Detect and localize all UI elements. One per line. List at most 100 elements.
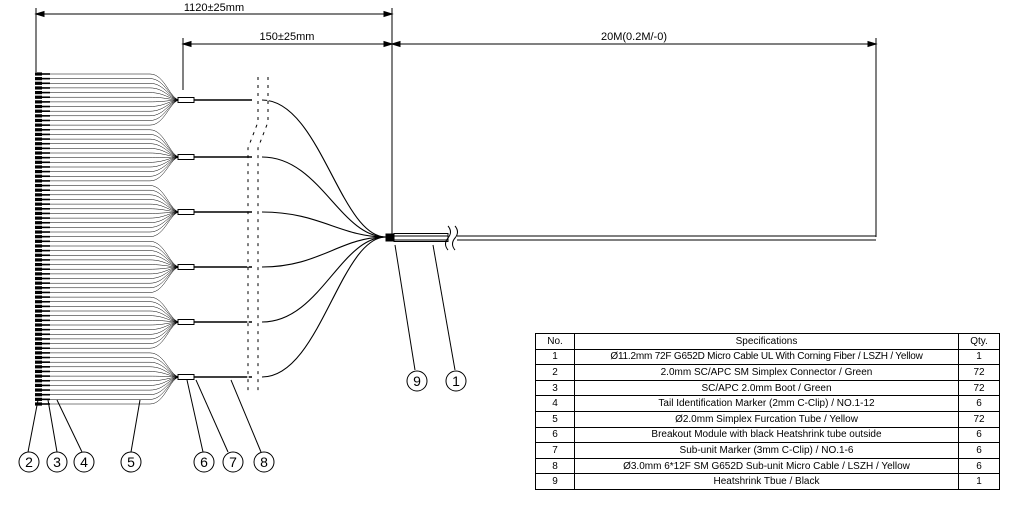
connector <box>35 314 42 318</box>
fiber-tube <box>50 376 181 395</box>
breakout-module <box>177 319 195 325</box>
connector <box>35 146 42 150</box>
bom-cell-qty: 72 <box>958 379 1000 397</box>
fiber-tube <box>50 266 181 270</box>
connector <box>35 328 42 332</box>
dimension-breakout <box>181 38 394 90</box>
connector <box>35 239 42 243</box>
bom-cell-no: 1 <box>535 348 575 366</box>
bom-header-row: No. Specifications Qty. <box>535 333 1000 350</box>
bom-row: 8 Ø3.0mm 6*12F SM G652D Sub-unit Micro C… <box>535 457 1000 475</box>
connector <box>35 253 42 257</box>
breakout-module <box>177 154 195 160</box>
sub-unit-cable-route <box>261 211 387 238</box>
connector <box>35 341 42 346</box>
callout-5: 5 <box>127 454 135 470</box>
fiber-tube <box>50 376 181 400</box>
fiber-tube <box>50 96 181 101</box>
connector <box>35 286 42 290</box>
bom-cell-qty: 1 <box>958 473 1000 490</box>
fiber-tube <box>50 266 181 275</box>
fiber-tube <box>50 99 181 117</box>
connector <box>35 300 42 304</box>
breakout-module <box>177 264 195 270</box>
bom-cell-spec: Ø11.2mm 72F G652D Micro Cable UL With Co… <box>574 348 959 366</box>
connector <box>35 360 42 364</box>
bom-cell-no: 6 <box>535 426 575 444</box>
connector <box>35 267 42 271</box>
fiber-tube <box>50 376 181 405</box>
bom-cell-no: 3 <box>535 379 575 397</box>
connector <box>35 374 42 378</box>
fiber-tube <box>50 156 181 168</box>
bom-row: 7 Sub-unit Marker (3mm C-Clip) / NO.1-6 … <box>535 442 1000 459</box>
fiber-tube <box>50 321 181 326</box>
fiber-tube <box>50 375 181 378</box>
connector <box>35 304 42 308</box>
connector <box>35 295 42 299</box>
bom-header-spec: Specifications <box>574 333 959 350</box>
furcation-fibers <box>50 73 181 405</box>
bom-row: 9 Heatshrink Tbue / Black 1 <box>535 473 1000 490</box>
connector <box>35 383 42 388</box>
fiber-tube <box>50 321 181 349</box>
bom-cell-no: 5 <box>535 410 575 428</box>
sub-unit-cable-route <box>261 156 387 238</box>
sub-unit-cable-route <box>261 99 387 238</box>
fiber-tube <box>50 73 181 101</box>
callout-2: 2 <box>25 454 33 470</box>
connector <box>35 388 42 392</box>
fiber-tube <box>50 156 181 182</box>
fiber-tube <box>50 301 181 323</box>
sub-unit-cable-route <box>261 236 387 323</box>
bom-cell-qty: 72 <box>958 364 1000 381</box>
connector <box>35 156 42 160</box>
connector <box>35 230 42 234</box>
connector <box>35 179 42 183</box>
fiber-tube <box>50 315 181 323</box>
connector <box>35 379 42 383</box>
connector <box>35 207 42 211</box>
connector <box>35 365 42 369</box>
connector <box>35 160 42 164</box>
connector <box>35 137 42 141</box>
bom-cell-qty: 6 <box>958 442 1000 459</box>
connector <box>35 132 42 137</box>
fiber-tube <box>50 92 181 101</box>
connector <box>35 262 42 267</box>
bom-row: 1 Ø11.2mm 72F G652D Micro Cable UL With … <box>535 348 1000 366</box>
fiber-tube <box>50 138 181 158</box>
bom-cell-spec: Heatshrink Tbue / Black <box>574 473 959 490</box>
bom-header-no: No. <box>535 333 575 350</box>
bom-row: 2 2.0mm SC/APC SM Simplex Connector / Gr… <box>535 364 1000 381</box>
fiber-tube <box>50 357 181 378</box>
bom-row: 3 SC/APC 2.0mm Boot / Green 72 <box>535 379 1000 397</box>
fiber-tube <box>50 264 181 268</box>
connector <box>35 272 42 276</box>
connector <box>35 86 42 90</box>
connector <box>35 281 42 285</box>
fiber-tube <box>50 211 181 237</box>
fiber-tube <box>50 320 181 323</box>
fiber-tube <box>50 148 181 158</box>
connector <box>35 193 42 197</box>
fiber-tube <box>50 211 181 214</box>
fiber-tube <box>50 99 181 103</box>
fiber-tube <box>50 208 181 213</box>
fiber-tube <box>50 361 181 378</box>
connector <box>35 114 42 118</box>
sub-unit-cable-route <box>261 236 387 268</box>
fiber-tube <box>50 129 181 158</box>
connector <box>35 197 42 202</box>
bom-cell-spec: Ø3.0mm 6*12F SM G652D Sub-unit Micro Cab… <box>574 457 959 475</box>
connector <box>35 151 42 155</box>
connector <box>35 174 42 178</box>
connector <box>35 109 42 113</box>
bom-row: 6 Breakout Module with black Heatshrink … <box>535 426 1000 444</box>
dimension-cable-label: 20M(0.2M/-0) <box>601 31 667 43</box>
connector <box>35 397 42 401</box>
main-cable <box>385 225 876 251</box>
bom-cell-no: 2 <box>535 364 575 381</box>
breakout-module <box>177 209 195 215</box>
callout-7: 7 <box>229 454 237 470</box>
